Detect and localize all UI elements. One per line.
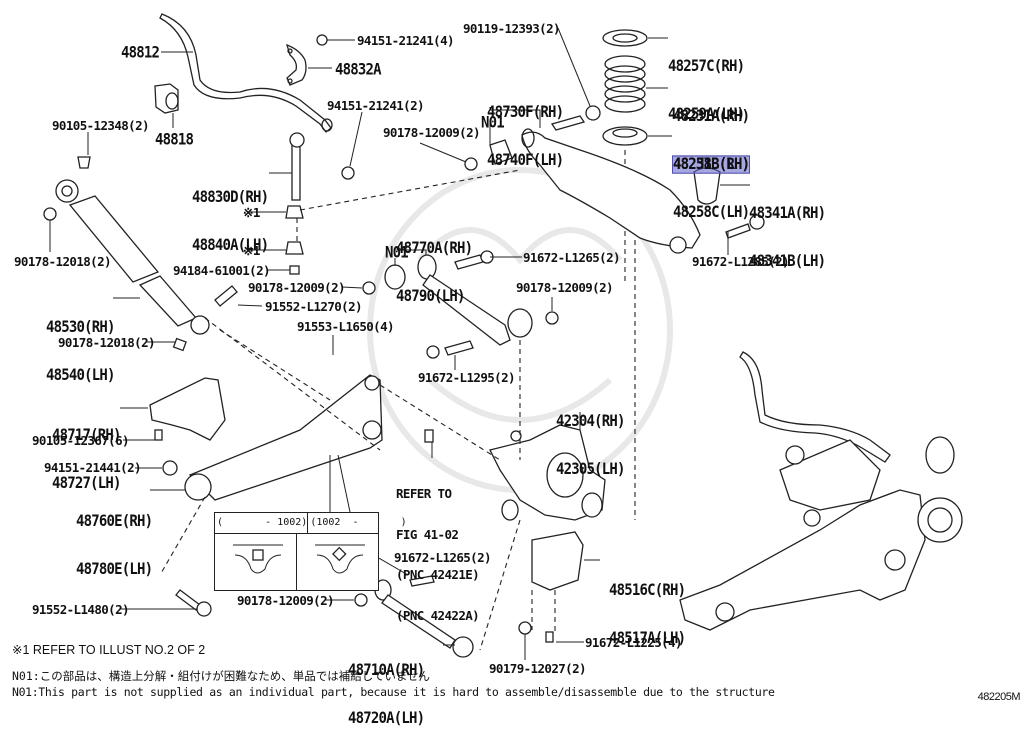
part-number-rh: 48760E(RH) — [76, 512, 153, 531]
part-label-nut-link[interactable]: 94151-21241(2) — [327, 98, 425, 113]
part-label-lower-bracket[interactable]: 48516C(RH) 48517A(LH) — [609, 550, 686, 663]
refer-to-text: REFER TO — [396, 486, 452, 501]
shock-absorber-drawing — [43, 156, 238, 352]
part-number-lh: 42305(LH) — [556, 460, 625, 479]
ref-note-marker[interactable]: ※1 — [243, 205, 260, 220]
ref-note-marker[interactable]: ※1 — [243, 243, 260, 258]
nut-top-drawing — [316, 34, 328, 46]
part-number-rh: 42304(RH) — [556, 412, 625, 431]
part-number-rh: 48516C(RH) — [609, 581, 686, 600]
part-label-bolt-1265-b[interactable]: 91672-L1265(2) — [394, 550, 492, 565]
part-number-rh: 48341A(RH) — [749, 204, 826, 223]
part-label-bolt-1285[interactable]: 91672-L1285(2) — [692, 254, 790, 269]
toe-control-rod-drawing — [175, 575, 532, 658]
part-label-bolt-1480[interactable]: 91552-L1480(2) — [32, 602, 130, 617]
n01-note-japanese: N01:この部品は、構造上分解・組付けが困難なため、単品では補給していません — [12, 669, 431, 683]
part-label-lower-insulator[interactable]: 48258B(RH) 48258C(LH) — [673, 124, 750, 237]
inset-bushing-shapes — [233, 544, 365, 574]
refer-pnc1-text: (PNC 42421E) — [396, 567, 480, 582]
part-number-lh: 48740F(LH) — [487, 151, 564, 170]
part-label-upper-arm[interactable]: 48730F(RH) 48740F(LH) — [487, 72, 564, 185]
n01-marker[interactable]: N01 — [481, 113, 505, 133]
part-label-nut-12009-a[interactable]: 90178-12009(2) — [248, 280, 346, 295]
part-label-nut-shock-top[interactable]: 90178-12018(2) — [14, 254, 112, 269]
rear-knuckle-drawing — [424, 424, 606, 521]
part-label-trailing-arm-bracket[interactable]: 48717(RH) 48727(LH) — [52, 395, 121, 508]
part-label-stabilizer-bracket[interactable]: 48832A — [335, 60, 382, 80]
part-number-lh: 48780E(LH) — [76, 560, 153, 579]
refer-to-fig-link[interactable]: REFER TO FIG 41-02 (PNC 42421E) (PNC 424… — [396, 460, 480, 636]
part-label-nut-12009-b[interactable]: 90178-12009(2) — [383, 125, 481, 140]
part-label-trailing-arm[interactable]: 48760E(RH) 48780E(LH) — [76, 481, 153, 594]
part-number-lh: 48259A(LH) — [668, 105, 745, 124]
part-label-stabilizer-bar[interactable]: 48812 — [121, 43, 160, 63]
part-number-lh: 48517A(LH) — [609, 629, 686, 648]
part-number-rh: 48710A(RH) — [348, 661, 425, 680]
part-label-nut-12009-c[interactable]: 90178-12009(2) — [516, 280, 614, 295]
part-number-rh: 48258B(RH) — [673, 155, 750, 174]
part-label-upper-insulator[interactable]: 48257C(RH) 48259A(LH) — [668, 26, 745, 139]
assembly-guide-lines — [219, 169, 636, 651]
stabilizer-bar-drawing — [154, 13, 333, 133]
part-number-lh: 48258C(LH) — [673, 203, 750, 222]
part-number-rh: 48770A(RH) — [396, 239, 473, 258]
revision-inset-table: ( - 1002) (1002 - ) — [214, 512, 407, 591]
trailing-arm-bracket-drawing — [149, 377, 226, 476]
part-label-nut-21441[interactable]: 94151-21441(2) — [44, 460, 142, 475]
nut-link-drawing — [341, 166, 355, 180]
part-label-bolt-shock-top[interactable]: 90105-12348(2) — [52, 118, 150, 133]
part-number-rh: 48730F(RH) — [487, 103, 564, 122]
illustration-code: 482205M — [977, 691, 1021, 703]
part-number-lh: 48540(LH) — [46, 366, 115, 385]
part-label-bolt-91553[interactable]: 91553-L1650(4) — [297, 319, 395, 334]
leader-lines — [49, 27, 750, 660]
refer-fig-text: FIG 41-02 — [396, 526, 459, 542]
part-number-rh: 48717(RH) — [52, 426, 121, 445]
stabilizer-bracket-drawing — [285, 43, 307, 86]
part-label-shock-absorber[interactable]: 48530(RH) 48540(LH) — [46, 287, 115, 400]
part-label-bolt-90119[interactable]: 90119-12393(2) — [463, 21, 561, 36]
part-number-lh-selected[interactable]: 48231B(LH) — [671, 155, 751, 174]
part-number-lh: 48727(LH) — [52, 474, 121, 493]
part-number-lh: 48790(LH) — [396, 287, 465, 306]
part-label-coil-spring[interactable]: 48231A(RH) 48231B(LH) — [671, 76, 751, 189]
part-label-nut-12009-d[interactable]: 90178-12009(2) — [237, 593, 335, 608]
part-number-rh: 48530(RH) — [46, 318, 115, 337]
part-label-lateral-arm[interactable]: 48770A(RH) 48790(LH) — [396, 208, 473, 321]
reference-note: ※1 REFER TO ILLUST NO.2 OF 2 — [12, 643, 206, 657]
part-label-bolt-1265-a[interactable]: 91672-L1265(2) — [523, 250, 621, 265]
part-label-bolt-1225[interactable]: 91672-L1225(4) — [585, 635, 683, 650]
part-label-stabilizer-bushing[interactable]: 48818 — [155, 130, 194, 150]
part-label-bolt-12367[interactable]: 90105-12367(6) — [32, 433, 130, 448]
inset-col-after-1002: (1002 - ) — [310, 517, 407, 528]
part-number-rh: 48257C(RH) — [668, 57, 745, 76]
inset-col-before-1002: ( - 1002) — [215, 513, 309, 533]
coil-spring-drawing — [602, 29, 648, 285]
part-label-stabilizer-link[interactable]: 48830D(RH) 48840A(LH) — [192, 157, 269, 270]
part-label-knuckle[interactable]: 42304(RH) 42305(LH) — [556, 381, 625, 494]
lateral-arm-drawing — [362, 250, 559, 359]
part-number-lh: 48840A(LH) — [192, 236, 269, 255]
part-label-bolt-1295[interactable]: 91672-L1295(2) — [418, 370, 516, 385]
part-label-nut-top[interactable]: 94151-21241(4) — [357, 33, 455, 48]
trailing-arm-drawing — [159, 317, 383, 576]
part-label-nut-12027[interactable]: 90179-12027(2) — [489, 661, 587, 676]
stabilizer-link-drawing — [285, 132, 305, 275]
part-label-nut-94184[interactable]: 94184-61001(2) — [173, 263, 271, 278]
n01-note-english: N01:This part is not supplied as an indi… — [12, 685, 775, 699]
exploded-parts-diagram — [43, 13, 963, 660]
part-number-lh: 48720A(LH) — [348, 709, 425, 728]
refer-pnc2-text: (PNC 42422A) — [396, 607, 480, 623]
lower-bracket-drawing — [531, 531, 584, 643]
part-label-bump-stopper[interactable]: 48341A(RH) 48341B(LH) — [749, 173, 826, 286]
assembled-view-drawing — [679, 351, 963, 631]
n01-marker[interactable]: N01 — [385, 243, 409, 263]
upper-control-arm-drawing — [464, 105, 765, 254]
part-label-nut-shock-bottom[interactable]: 90178-12018(2) — [58, 335, 156, 350]
part-number-rh: 48830D(RH) — [192, 188, 269, 207]
part-number-lh: 48341B(LH) — [749, 252, 826, 271]
part-number-rh: 48231A(RH) — [673, 107, 750, 126]
part-label-bolt-91552-l1270[interactable]: 91552-L1270(2) — [265, 299, 363, 314]
